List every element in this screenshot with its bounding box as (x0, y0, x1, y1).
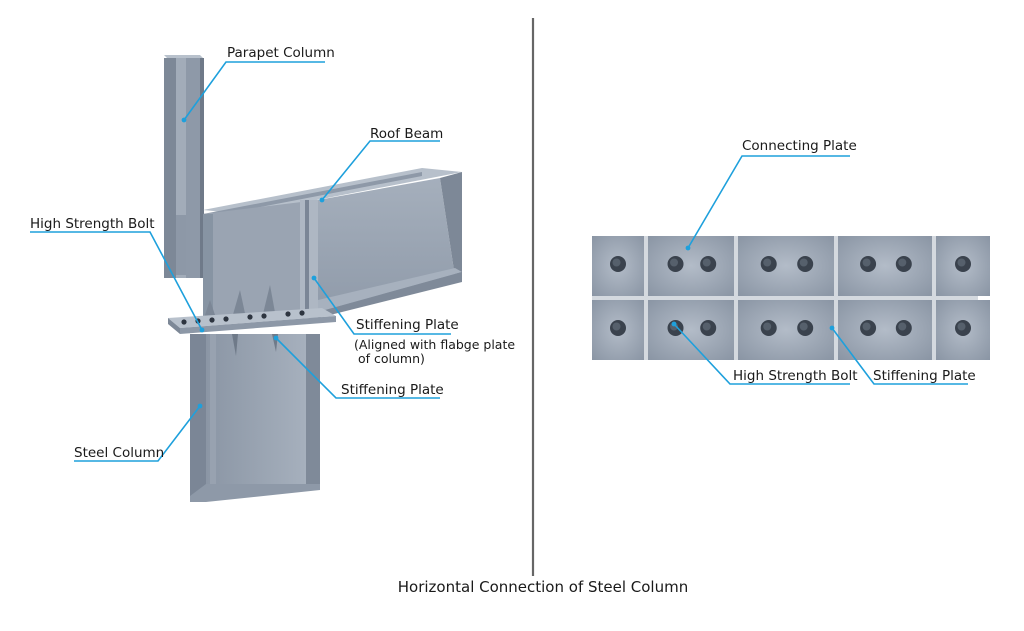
bolt-highlight (612, 322, 621, 331)
bolt-highlight (898, 258, 907, 267)
bolt-highlight (957, 322, 966, 331)
upper-column (203, 200, 318, 318)
plate-cell (838, 300, 932, 360)
bolt-highlight (898, 322, 907, 331)
label-roof-beam: Roof Beam (370, 126, 444, 142)
leader-stiffening-plate-aligned (313, 277, 451, 335)
parapet-column (164, 55, 204, 278)
left-leader-lines (30, 61, 451, 462)
leader-parapet-column (183, 61, 325, 121)
label-stiffening-plate-left: Stiffening Plate (341, 382, 444, 398)
label-connecting-plate: Connecting Plate (742, 138, 857, 154)
steel-column (190, 334, 320, 502)
right-leader-dots (671, 245, 835, 331)
label-parapet-column: Parapet Column (227, 45, 335, 61)
label-aligned-note-line2: of column) (358, 351, 425, 366)
leader-stiffening-plate (275, 337, 440, 399)
leader-steel-column (74, 405, 201, 462)
bolt-plate-plan-view (592, 236, 990, 360)
plate-cell (648, 236, 734, 296)
label-high-strength-bolt-right: High Strength Bolt (733, 368, 858, 384)
bolt-highlight (612, 258, 621, 267)
leader-high-strength-bolt (30, 231, 203, 331)
bolt-highlight (799, 322, 808, 331)
leader-right-high-strength-bolt (673, 323, 850, 385)
label-stiffening-plate-aligned: Stiffening Plate (356, 317, 459, 333)
bolt-highlight (763, 258, 772, 267)
left-leader-dots (181, 117, 325, 409)
leader-right-stiffening-plate (831, 327, 968, 385)
label-stiffening-plate-right: Stiffening Plate (873, 368, 976, 384)
bolt-highlight (702, 258, 711, 267)
bolt-highlight (702, 322, 711, 331)
label-aligned-note-line1: (Aligned with flabge plate (354, 337, 516, 352)
plate-cell (738, 236, 834, 296)
bolt-highlight (957, 258, 966, 267)
bolt-highlight (799, 258, 808, 267)
left-steel-assembly (164, 55, 462, 502)
leader-connecting-plate (687, 155, 850, 249)
upper-stiffeners (204, 285, 276, 318)
bolt-highlight (862, 258, 871, 267)
plate-bolts (181, 310, 305, 325)
plate-cell (648, 300, 734, 360)
label-steel-column: Steel Column (74, 445, 165, 461)
plate-cell (738, 300, 834, 360)
plate-cell (838, 236, 932, 296)
bolt-highlight (670, 258, 679, 267)
bolt-highlight (862, 322, 871, 331)
diagram-caption: Horizontal Connection of Steel Column (397, 578, 689, 596)
right-leader-lines (673, 155, 968, 385)
bolt-highlight (763, 322, 772, 331)
roof-beam (203, 168, 462, 318)
label-high-strength-bolt-left: High Strength Bolt (30, 216, 155, 232)
leader-roof-beam (321, 140, 440, 201)
